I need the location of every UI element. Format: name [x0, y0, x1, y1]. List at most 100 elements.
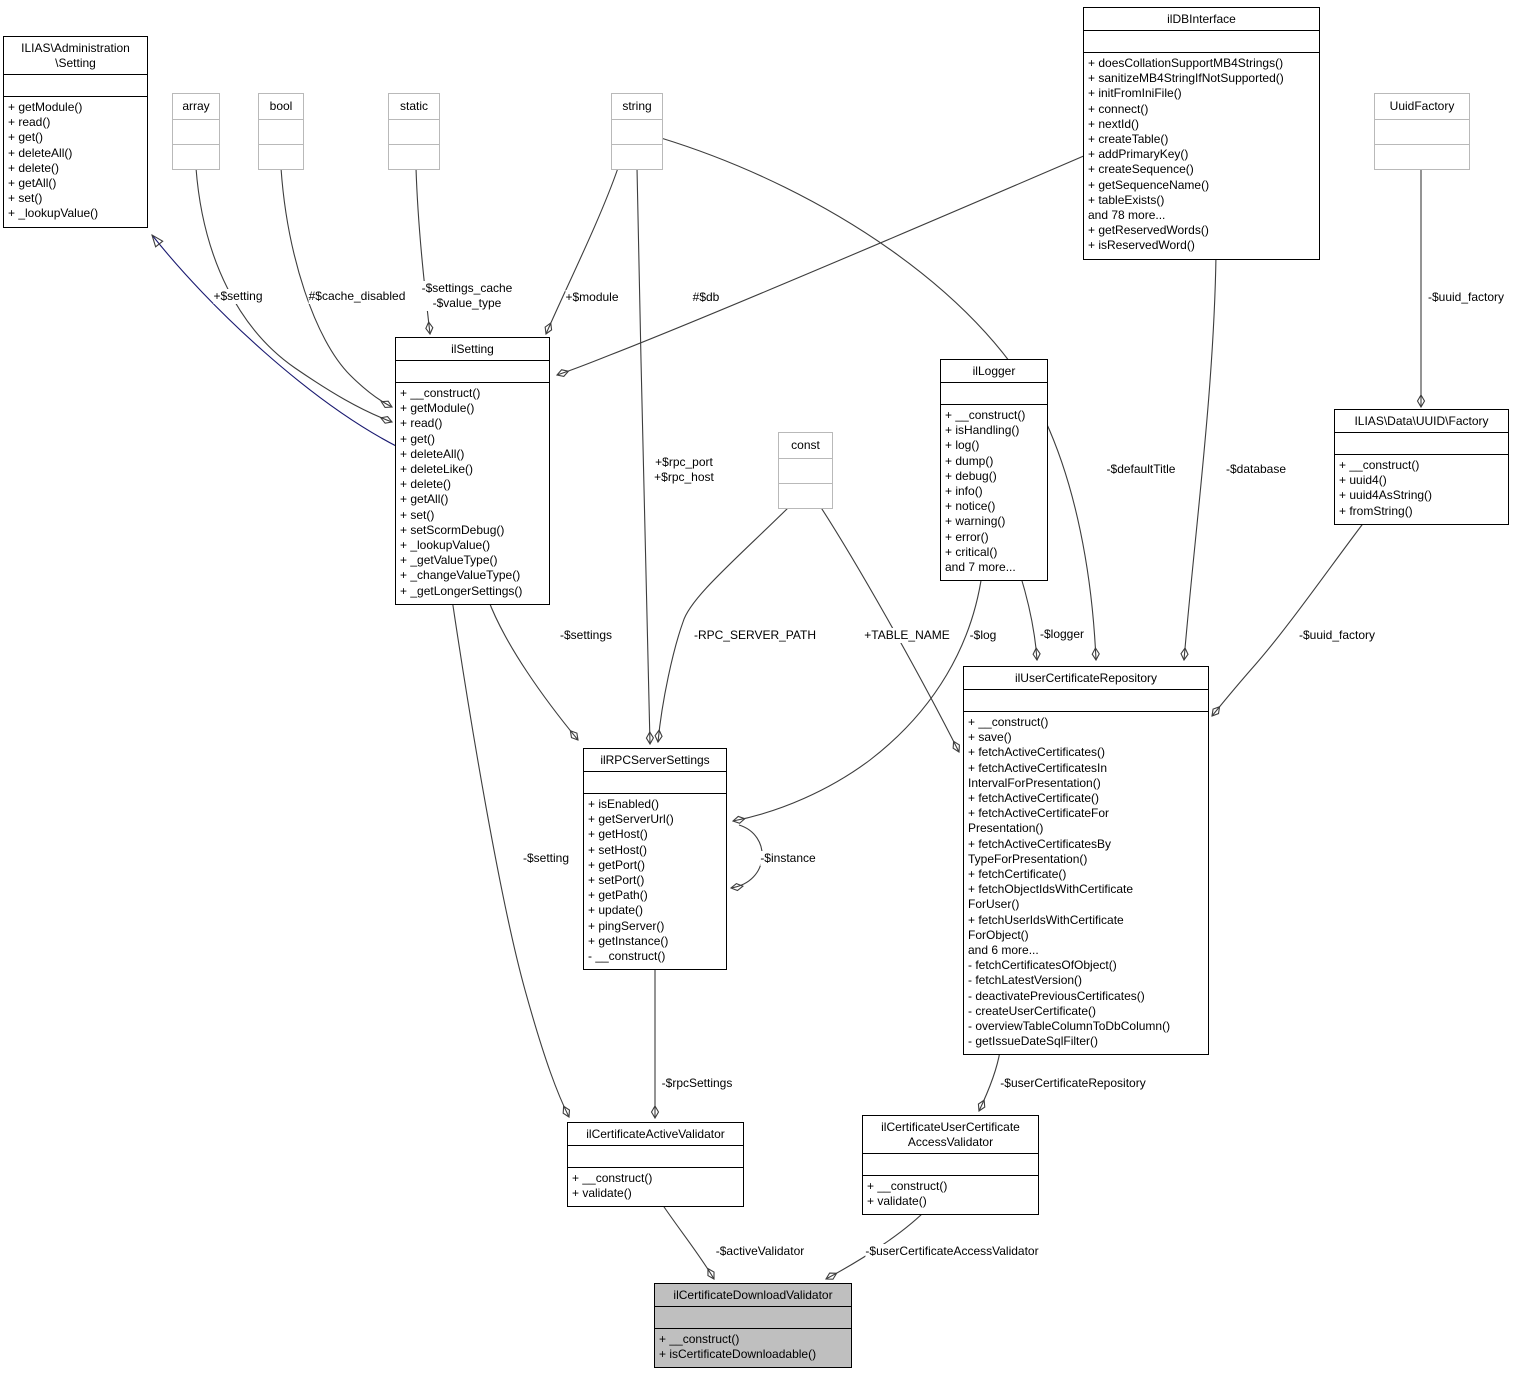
- class-attributes-empty: [396, 361, 549, 383]
- edge-label-setting: -$setting: [522, 851, 570, 866]
- type-title: bool: [259, 94, 303, 120]
- edge-rpcserversettings-self-instance: [731, 824, 763, 888]
- edge-label-uuid-factory-mid: -$uuid_factory: [1298, 628, 1376, 643]
- edge-label-active-validator: -$activeValidator: [715, 1244, 805, 1259]
- edge-label-module: +$module: [565, 290, 619, 305]
- class-title: ILIAS\Administration \Setting: [4, 37, 147, 75]
- type-attributes-empty: [389, 120, 439, 145]
- class-methods: + __construct() + validate(): [867, 1179, 948, 1209]
- edge-string-to-rpcserversettings: [636, 167, 650, 744]
- type-node-uuidfactory[interactable]: UuidFactory: [1374, 93, 1470, 170]
- edge-label-settings: -$settings: [559, 628, 613, 643]
- class-methods: + __construct() + validate(): [572, 1171, 653, 1201]
- type-attributes-empty: [259, 120, 303, 145]
- class-node-ilias-administration-setting[interactable]: ILIAS\Administration \Setting + getModul…: [3, 36, 148, 228]
- class-methods: + __construct() + isCertificateDownloada…: [659, 1332, 817, 1362]
- class-attributes-empty: [655, 1307, 851, 1329]
- edge-label-database: -$database: [1225, 462, 1287, 477]
- type-title: static: [389, 94, 439, 120]
- class-methods: + isEnabled() + getServerUrl() + getHost…: [588, 797, 674, 964]
- edge-label-cache-disabled: #$cache_disabled: [308, 289, 406, 304]
- edge-ildbinterface-to-usercertificaterepository: [1184, 254, 1217, 660]
- edge-const-to-usercertificaterepository: [819, 505, 959, 752]
- class-attributes-empty: [584, 772, 726, 794]
- type-attributes-empty: [173, 120, 219, 145]
- class-attributes-empty: [568, 1146, 743, 1168]
- type-methods-empty: [612, 145, 662, 169]
- class-attributes-empty: [1335, 433, 1508, 455]
- edge-label-user-certificate-repository: -$userCertificateRepository: [1000, 1076, 1146, 1091]
- type-methods-empty: [173, 145, 219, 169]
- type-node-string[interactable]: string: [611, 93, 663, 170]
- class-title: ilCertificateUserCertificate AccessValid…: [863, 1116, 1038, 1154]
- class-attributes-empty: [863, 1154, 1038, 1176]
- edge-illogger-to-rpcserversettings: [733, 573, 983, 821]
- edge-label-setting-prop: +$setting: [213, 289, 263, 304]
- edge-label-rpc-server-path: -RPC_SERVER_PATH: [693, 628, 817, 643]
- class-methods: + __construct() + save() + fetchActiveCe…: [968, 715, 1171, 1049]
- edge-label-table-name: +TABLE_NAME: [864, 628, 950, 643]
- edge-label-settings-cache: -$settings_cache -$value_type: [421, 281, 513, 311]
- class-node-ilcertificatedownloadvalidator[interactable]: ilCertificateDownloadValidator + __const…: [654, 1283, 852, 1369]
- class-title: ilSetting: [396, 338, 549, 361]
- class-methods: + getModule() + read() + get() + deleteA…: [8, 100, 99, 221]
- edge-label-default-title: -$defaultTitle: [1106, 462, 1176, 477]
- edge-string-to-ilsetting: [546, 167, 619, 334]
- type-title: const: [779, 433, 832, 459]
- edge-label-logger: -$logger: [1039, 627, 1085, 642]
- type-methods-empty: [389, 145, 439, 169]
- class-title: ilDBInterface: [1084, 8, 1319, 31]
- edge-label-instance: -$instance: [760, 851, 816, 866]
- type-node-array[interactable]: array: [172, 93, 220, 170]
- type-node-const[interactable]: const: [778, 432, 833, 509]
- class-attributes-empty: [1084, 31, 1319, 53]
- edge-ilsetting-inherits-adminsetting: [152, 235, 399, 448]
- class-node-ilcertificateusercertificateaccessvalidator[interactable]: ilCertificateUserCertificate AccessValid…: [862, 1115, 1039, 1216]
- edge-label-user-certificate-access-validator: -$userCertificateAccessValidator: [865, 1244, 1039, 1259]
- class-node-illogger[interactable]: ilLogger + __construct() + isHandling() …: [940, 359, 1048, 582]
- class-title: ilLogger: [941, 360, 1047, 383]
- type-methods-empty: [1375, 145, 1469, 169]
- class-node-ilias-data-uuid-factory[interactable]: ILIAS\Data\UUID\Factory + __construct() …: [1334, 409, 1509, 525]
- edge-usercertificaterepository-to-accessvalidator: [979, 1050, 1001, 1111]
- class-title: ilCertificateActiveValidator: [568, 1123, 743, 1146]
- class-methods: + doesCollationSupportMB4Strings() + san…: [1088, 56, 1284, 253]
- edge-uuidclass-to-usercertificaterepository: [1212, 516, 1369, 716]
- class-attributes-empty: [4, 75, 147, 97]
- type-attributes-empty: [779, 459, 832, 484]
- edge-label-log: -$log: [969, 628, 997, 643]
- class-attributes-empty: [964, 690, 1208, 712]
- edge-const-to-rpcserversettings: [658, 505, 791, 742]
- type-methods-empty: [779, 484, 832, 508]
- class-node-ilusercertificaterepository[interactable]: ilUserCertificateRepository + __construc…: [963, 666, 1209, 1056]
- edge-ilsetting-to-rpcserversettings: [487, 598, 578, 740]
- edge-bool-to-ilsetting: [280, 167, 392, 407]
- type-attributes-empty: [1375, 120, 1469, 145]
- type-node-static[interactable]: static: [388, 93, 440, 170]
- type-title: string: [612, 94, 662, 120]
- type-title: array: [173, 94, 219, 120]
- edge-label-uuid-factory-top: -$uuid_factory: [1427, 290, 1505, 305]
- edge-static-to-ilsetting: [415, 167, 430, 334]
- class-node-ilcertificateactivevalidator[interactable]: ilCertificateActiveValidator + __constru…: [567, 1122, 744, 1208]
- class-title: ilUserCertificateRepository: [964, 667, 1208, 690]
- edge-label-rpc-port-host: +$rpc_port +$rpc_host: [654, 455, 714, 485]
- edge-activevalidator-to-downloadvalidator: [659, 1200, 714, 1279]
- edge-label-rpc-settings: -$rpcSettings: [661, 1076, 733, 1091]
- class-node-ildbinterface[interactable]: ilDBInterface + doesCollationSupportMB4S…: [1083, 7, 1320, 260]
- type-methods-empty: [259, 145, 303, 169]
- class-node-ilsetting[interactable]: ilSetting + __construct() + getModule() …: [395, 337, 550, 605]
- edge-label-db: #$db: [692, 290, 720, 305]
- class-methods: + __construct() + getModule() + read() +…: [400, 386, 523, 598]
- class-methods: + __construct() + isHandling() + log() +…: [945, 408, 1026, 575]
- class-title: ilCertificateDownloadValidator: [655, 1284, 851, 1307]
- type-node-bool[interactable]: bool: [258, 93, 304, 170]
- class-node-ilrpcserversettings[interactable]: ilRPCServerSettings + isEnabled() + getS…: [583, 748, 727, 971]
- edge-illogger-to-usercertificaterepository: [1019, 573, 1037, 660]
- edge-array-to-ilsetting: [195, 167, 392, 422]
- class-title: ILIAS\Data\UUID\Factory: [1335, 410, 1508, 433]
- type-title: UuidFactory: [1375, 94, 1469, 120]
- edge-ildbinterface-to-ilsetting: [557, 154, 1087, 375]
